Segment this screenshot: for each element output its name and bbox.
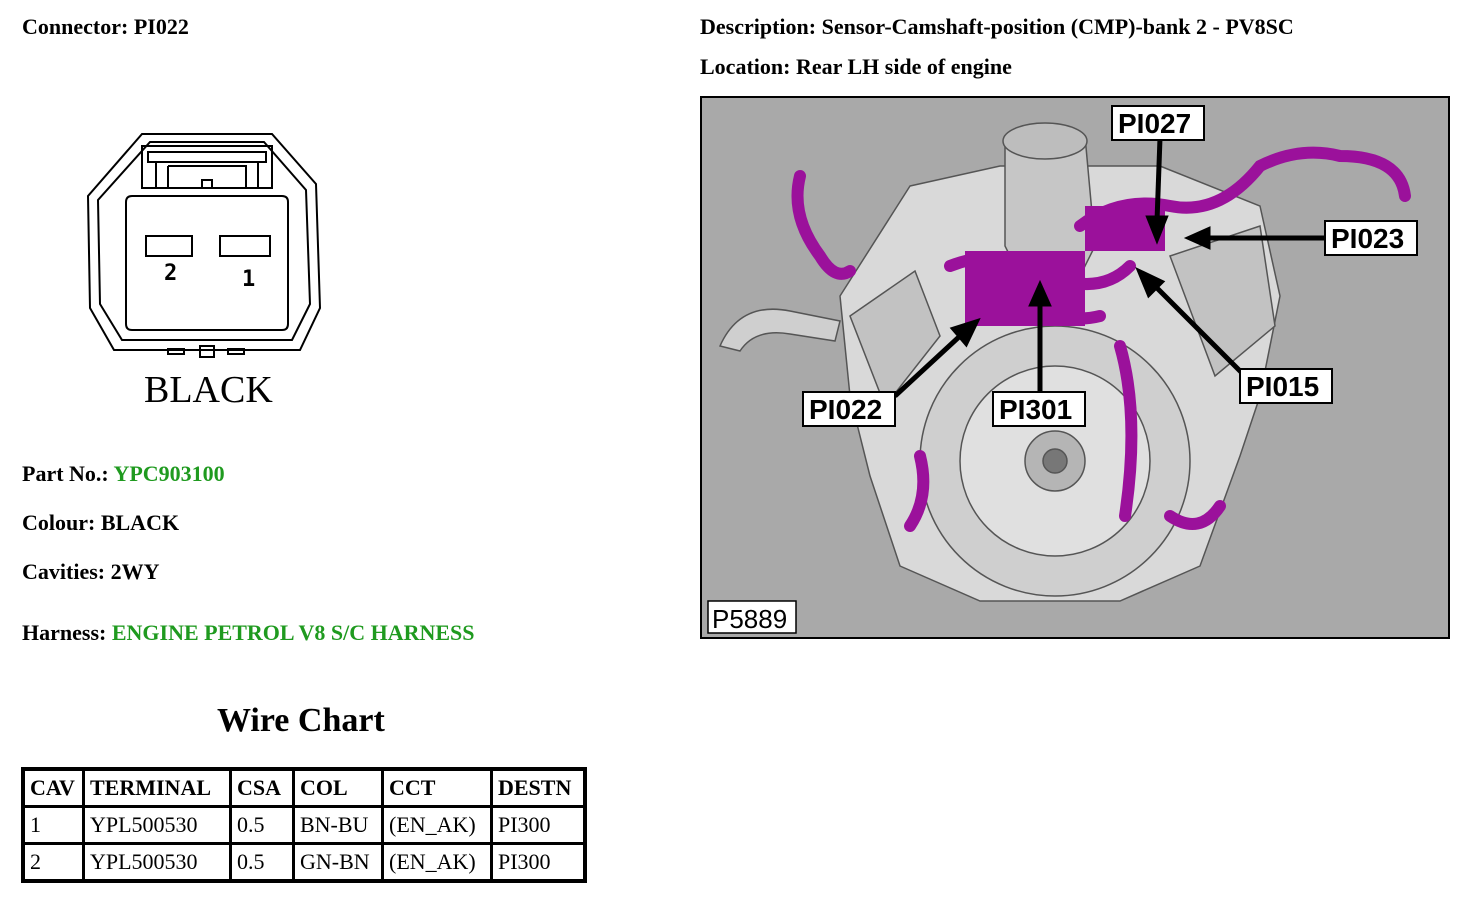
column-header: TERMINAL	[82, 767, 232, 808]
part-number-link[interactable]: YPC903100	[113, 461, 225, 486]
table-row: 1 YPL500530 0.5 BN-BU (EN_AK) PI300	[21, 805, 587, 845]
wire-chart-table: CAV TERMINAL CSA COL CCT DESTN 1 YPL5005…	[21, 767, 587, 883]
location-value: Rear LH side of engine	[795, 54, 1012, 79]
description: Description: Sensor-Camshaft-position (C…	[700, 14, 1294, 40]
wire-chart-title: Wire Chart	[217, 702, 385, 739]
cavities-label: Cavities:	[22, 559, 106, 584]
colour-label: Colour:	[22, 510, 96, 535]
callout-pi023: PI023	[1331, 223, 1404, 254]
location: Location: Rear LH side of engine	[700, 54, 1012, 80]
part-number: Part No.: YPC903100	[22, 461, 225, 487]
figure-id: P5889	[712, 604, 787, 634]
pin-2-label: 2	[164, 261, 177, 286]
table-cell: 0.5	[229, 842, 295, 883]
harness-label: Harness:	[22, 620, 107, 645]
connector-title: Connector: PI022	[22, 14, 189, 40]
description-label: Description:	[700, 14, 817, 39]
connector-label: Connector:	[22, 14, 129, 39]
harness-link[interactable]: ENGINE PETROL V8 S/C HARNESS	[111, 620, 475, 645]
callout-pi022: PI022	[809, 394, 882, 425]
table-cell: 0.5	[229, 805, 295, 845]
cavities-value: 2WY	[110, 559, 160, 584]
table-row: 2 YPL500530 0.5 GN-BN (EN_AK) PI300	[21, 842, 587, 883]
callout-pi301: PI301	[999, 394, 1072, 425]
table-header-row: CAV TERMINAL CSA COL CCT DESTN	[21, 767, 587, 808]
part-number-label: Part No.:	[22, 461, 109, 486]
harness: Harness: ENGINE PETROL V8 S/C HARNESS	[22, 620, 475, 646]
table-cell: YPL500530	[82, 842, 232, 883]
table-cell: 1	[21, 805, 85, 845]
description-value: Sensor-Camshaft-position (CMP)-bank 2 - …	[821, 14, 1294, 39]
table-cell: BN-BU	[292, 805, 384, 845]
table-cell: YPL500530	[82, 805, 232, 845]
colour-value: BLACK	[100, 510, 180, 535]
connector-face-drawing: 2 1 BLACK	[86, 133, 322, 411]
column-header: COL	[292, 767, 384, 808]
column-header: CCT	[381, 767, 493, 808]
cavities: Cavities: 2WY	[22, 559, 159, 585]
table-cell: (EN_AK)	[381, 842, 493, 883]
callout-pi027: PI027	[1118, 108, 1191, 139]
table-cell: PI300	[490, 842, 587, 883]
location-label: Location:	[700, 54, 791, 79]
table-cell: PI300	[490, 805, 587, 845]
callout-pi015: PI015	[1246, 371, 1319, 402]
table-cell: (EN_AK)	[381, 805, 493, 845]
pin-1-label: 1	[242, 267, 255, 292]
engine-illustration: PI027 PI023 PI015 PI301 PI022 P5889	[700, 96, 1450, 639]
connector-value: PI022	[133, 14, 189, 39]
table-cell: GN-BN	[292, 842, 384, 883]
column-header: CSA	[229, 767, 295, 808]
table-cell: 2	[21, 842, 85, 883]
colour: Colour: BLACK	[22, 510, 179, 536]
connector-color-caption: BLACK	[144, 369, 273, 411]
column-header: DESTN	[490, 767, 587, 808]
column-header: CAV	[21, 767, 85, 808]
